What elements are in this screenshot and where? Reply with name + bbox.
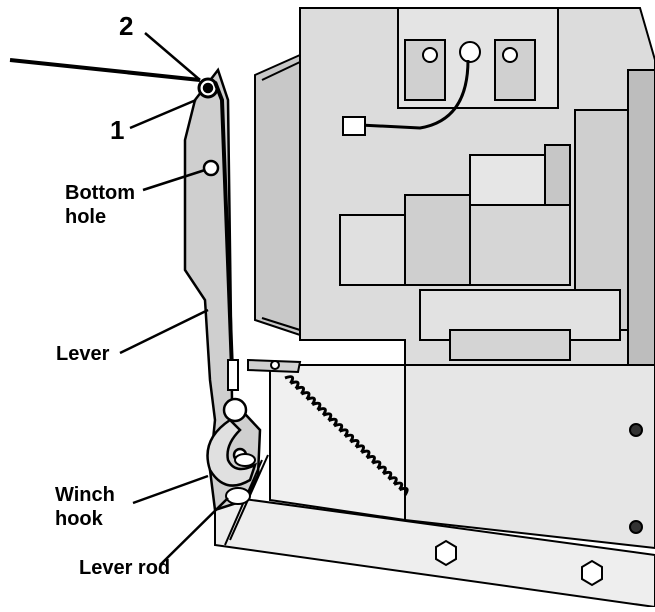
base-housing	[269, 364, 655, 550]
leader-2	[144, 32, 201, 81]
leader-lever	[119, 308, 209, 355]
leader-winch-hook	[132, 474, 209, 505]
spring-bracket	[247, 358, 302, 374]
callout-lever: Lever	[56, 343, 110, 365]
lever-rod-pin	[224, 453, 269, 546]
cable	[9, 58, 239, 391]
callout-winch-hook-line1: Winch	[55, 484, 115, 506]
callout-bottom-hole-line2: hole	[65, 206, 107, 228]
callout-winch-hook-line2: hook	[55, 508, 103, 530]
callout-bottom-hole-line1: Bottom	[65, 182, 135, 204]
leader-lever-rod	[159, 497, 229, 566]
leader-1	[129, 98, 197, 130]
leader-lines	[119, 32, 229, 566]
callout-2: 2	[119, 11, 134, 41]
return-spring	[284, 375, 409, 496]
callout-1: 1	[110, 115, 125, 145]
callout-lever-rod: Lever rod	[79, 557, 171, 579]
frame-bar	[214, 493, 655, 609]
leader-bottom-hole	[142, 168, 206, 192]
engine-body	[254, 7, 655, 371]
